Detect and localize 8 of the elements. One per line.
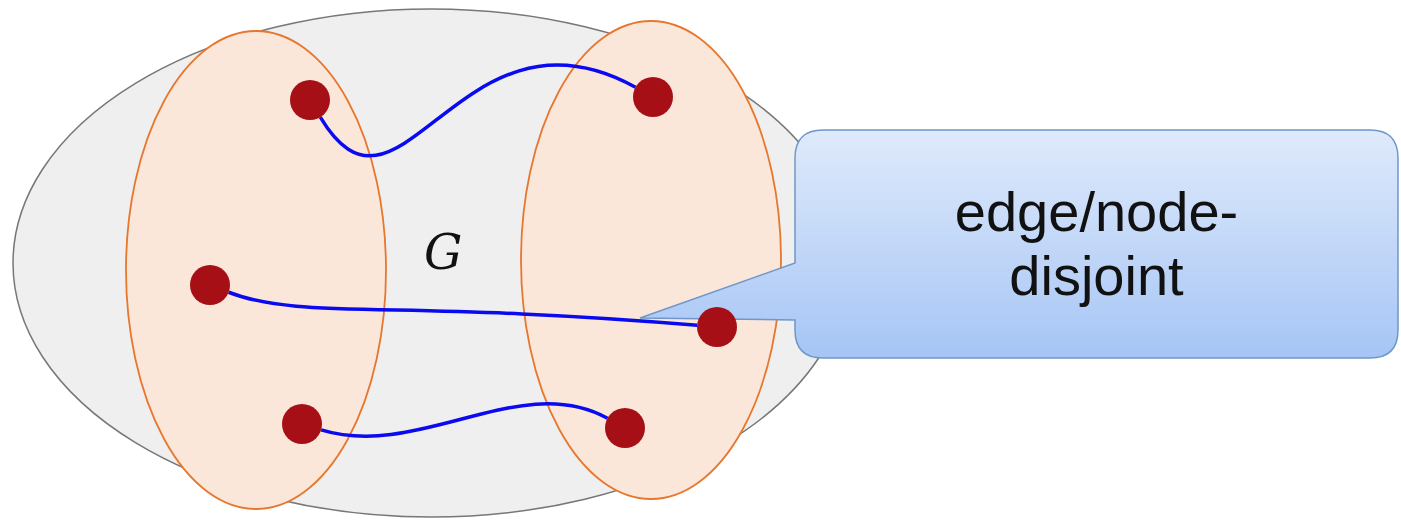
callout-text: edge/node-disjoint [953,180,1240,308]
callout-box [638,128,1400,360]
graph-label: G [424,228,463,276]
path-curve [320,402,609,438]
path-curve [318,63,637,157]
path-curve [228,290,698,328]
partition-ellipse [520,20,782,500]
partition-ellipse [125,30,387,510]
